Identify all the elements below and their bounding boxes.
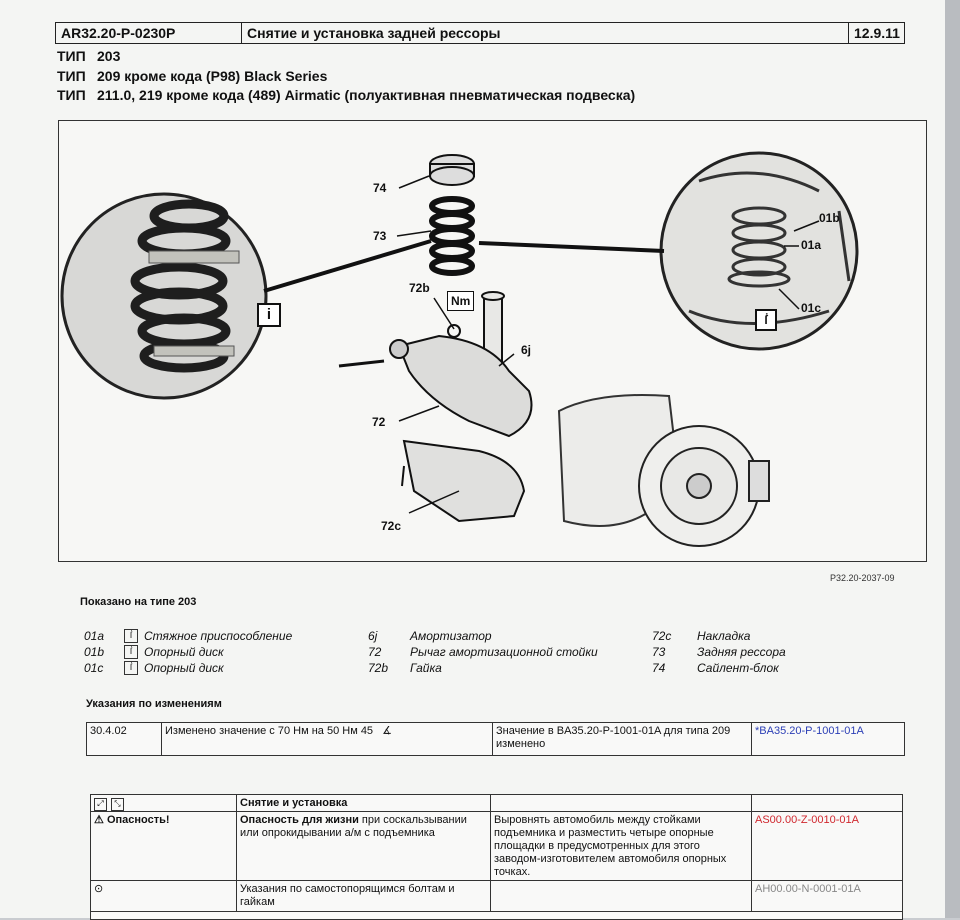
document-header: AR32.20-P-0230P Снятие и установка задне… [55,22,905,44]
part-label-72b: 72b [409,281,430,295]
special-tool-icon: ẛ [124,645,138,659]
part-label-73: 73 [373,229,387,243]
part-label-01b: 01b [819,211,840,225]
change-link[interactable]: *BA35.20-P-1001-01A [755,725,864,737]
danger-description: Опасность для жизни при соскальзывании и… [237,812,491,880]
warning-icon: ⚠ [94,814,104,826]
part-label-6j: 6j [521,343,532,357]
tool-plate [148,250,240,264]
danger-ref-link[interactable]: AS00.00-Z-0010-01A [755,814,859,826]
work-header: Снятие и установка [237,795,491,811]
part-label-01c: 01c [801,301,822,315]
torque-symbol: Nm [447,291,475,311]
wheel-hub-disc [557,394,770,547]
doc-title: Снятие и установка задней рессоры [242,23,849,43]
changes-title: Указания по изменениям [86,698,222,710]
part-label-72: 72 [372,415,386,429]
change-description: Изменено значение с 70 Нм на 50 Нм 45 ∡ [162,723,493,755]
exploded-view-figure: 74 73 72b Nm 6j 72 72c i 01b 01a 01c ẛ [58,120,927,562]
work-steps-table: ⤢⤡ Снятие и установка ⚠ Опасность! Опасн… [90,794,903,920]
figure-code: P32.20-2037-09 [830,573,895,583]
special-tool-icon: ẛ [124,629,138,643]
window-edge [945,0,960,918]
cover-plate [402,439,526,523]
part-label-74: 74 [373,181,387,195]
part-label-72c: 72c [381,519,402,533]
change-note: Значение в BA35.20-P-1001-01A для типа 2… [493,723,752,755]
part-label-01a: 01a [801,238,822,252]
shown-on-type: Показано на типе 203 [80,596,197,608]
changes-table: 30.4.02 Изменено значение с 70 Нм на 50 … [86,722,905,756]
danger-action: Выровнять автомобиль между стойками подъ… [491,812,752,880]
expand-collapse-controls[interactable]: ⤢⤡ [91,795,237,811]
info-icon: i [257,303,281,327]
coil-spring [429,196,475,276]
angle-icon: ∡ [382,725,392,737]
bolts-note: Указания по самостопорящимся болтам и га… [237,881,491,911]
section-number: 12.9.11 [854,25,900,41]
expand-icon: ⤢ [94,798,107,811]
special-tool-icon: ẛ [755,309,777,331]
figure-drawing [60,151,859,547]
control-arm [397,334,533,438]
change-date: 30.4.02 [87,723,162,755]
danger-cell: ⚠ Опасность! [91,812,237,880]
special-tool-icon: ẛ [124,661,138,675]
collapse-icon: ⤡ [111,798,124,811]
arrow-icon: ⊙ [94,883,104,895]
doc-code: AR32.20-P-0230P [56,23,242,43]
note-cell: ⊙ [91,881,237,911]
bolts-ref-link[interactable]: AH00.00-N-0001-01A [755,883,861,895]
